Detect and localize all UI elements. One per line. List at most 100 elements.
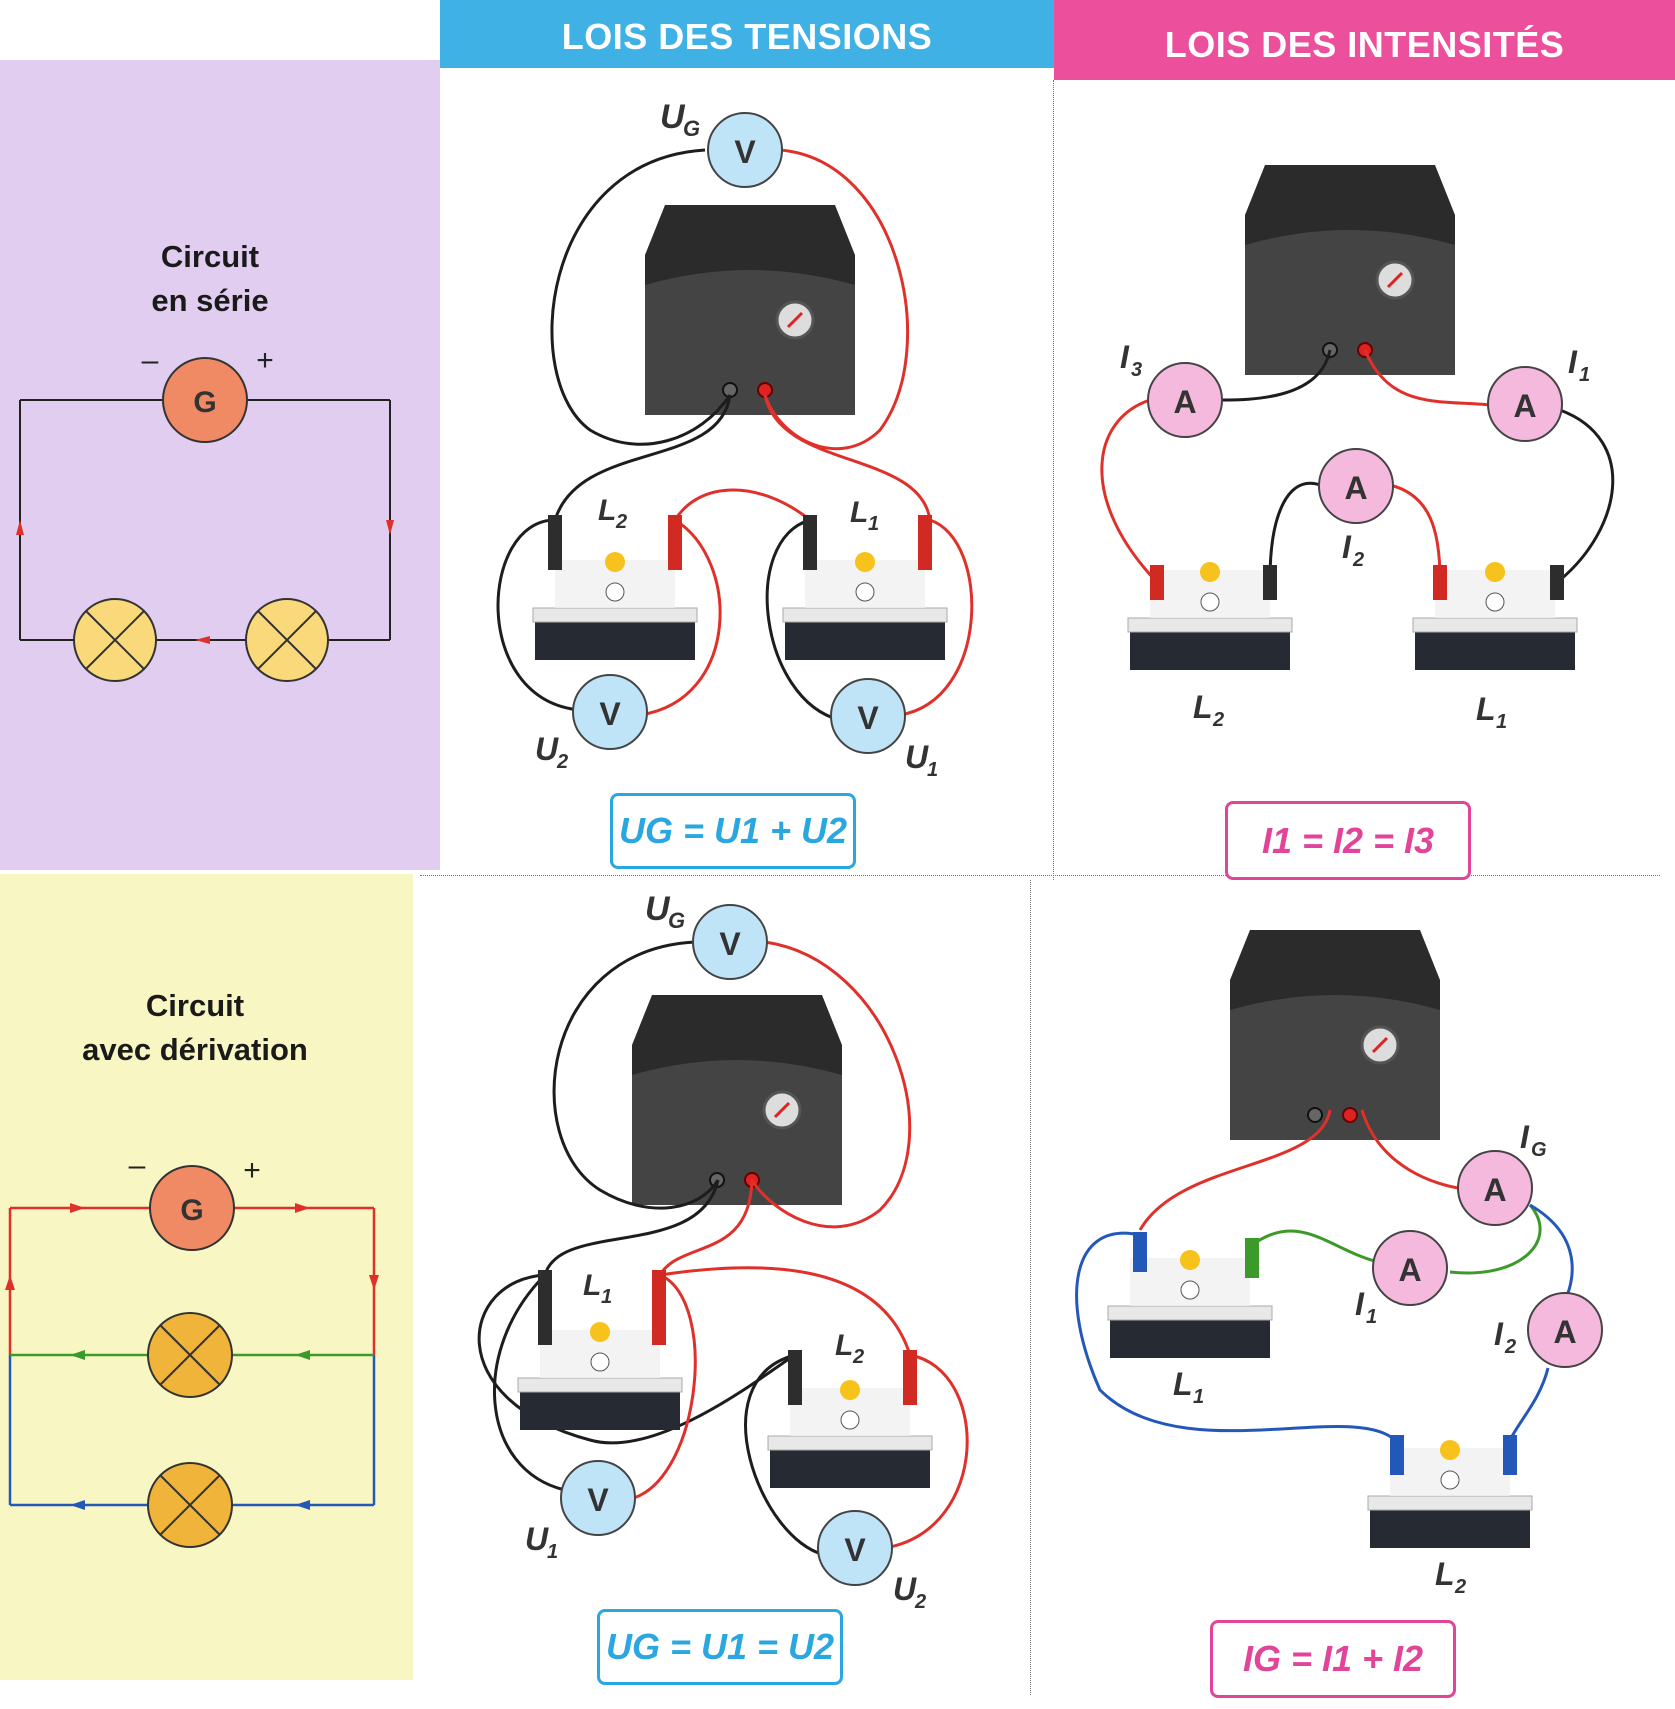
equation-intensite-serie: I1 = I2 = I3 bbox=[1225, 801, 1471, 880]
generator-symbol bbox=[149, 1165, 235, 1251]
divider-col-top bbox=[1053, 80, 1054, 880]
ammeter-label: A bbox=[1398, 1252, 1421, 1288]
label-I3-sub: 3 bbox=[1131, 359, 1142, 381]
label-L2: L bbox=[835, 1329, 853, 1362]
label-I2-sub: 2 bbox=[1352, 549, 1364, 571]
label-U2-sub: 2 bbox=[556, 751, 568, 773]
label-U2: U bbox=[893, 1571, 917, 1607]
derivation-schematic bbox=[5, 1165, 379, 1548]
intensite-derivation-setup bbox=[1075, 928, 1603, 1549]
intensite-serie-setup bbox=[1100, 163, 1615, 671]
generator-device bbox=[643, 203, 857, 417]
label-L2-sub: 2 bbox=[1454, 1576, 1466, 1598]
serie-title-line2: en série bbox=[151, 283, 269, 318]
ammeter-label: A bbox=[1344, 470, 1367, 506]
series-schematic bbox=[16, 357, 394, 682]
label-L2-sub: 2 bbox=[615, 511, 627, 533]
label-U1: U bbox=[905, 739, 929, 775]
serie-title-line1: Circuit bbox=[160, 239, 260, 274]
label-U2-sub: 2 bbox=[914, 1591, 926, 1613]
serie-label-panel: Circuit en série bbox=[0, 60, 440, 870]
tension-serie-setup bbox=[496, 112, 974, 754]
generator-symbol bbox=[162, 357, 248, 443]
label-I1-sub: 1 bbox=[1366, 1306, 1377, 1328]
ammeter-label: A bbox=[1553, 1314, 1576, 1350]
voltmeter bbox=[707, 112, 783, 188]
label-L1-sub: 1 bbox=[868, 513, 879, 535]
label-U1-sub: 1 bbox=[547, 1541, 558, 1563]
generator-device bbox=[1243, 163, 1457, 377]
voltmeter-label: V bbox=[587, 1482, 609, 1518]
ammeter bbox=[1318, 448, 1394, 524]
voltmeter-label: V bbox=[734, 134, 756, 170]
voltmeter-label: V bbox=[599, 696, 621, 732]
label-L1: L bbox=[1173, 1366, 1193, 1402]
serie-title: Circuit en série bbox=[100, 235, 320, 323]
voltmeter-label: V bbox=[719, 926, 741, 962]
minus-sign: – bbox=[129, 1149, 146, 1182]
label-IG: I bbox=[1520, 1119, 1530, 1155]
derivation-title-line1: Circuit bbox=[145, 988, 245, 1023]
label-U2: U bbox=[535, 731, 559, 767]
voltmeter-label: V bbox=[857, 700, 879, 736]
tension-derivation-setup bbox=[477, 904, 969, 1586]
equation-tension-serie: UG = U1 + U2 bbox=[610, 793, 856, 869]
label-UG: U bbox=[645, 890, 671, 928]
label-UG-sub: G bbox=[668, 908, 685, 933]
generator-label: G bbox=[193, 386, 216, 419]
voltmeter-label: V bbox=[844, 1532, 866, 1568]
plus-sign: + bbox=[256, 344, 274, 377]
ammeter bbox=[1457, 1150, 1533, 1226]
label-I1-sub: 1 bbox=[1579, 364, 1590, 386]
label-L1-sub: 1 bbox=[1193, 1386, 1204, 1408]
equation-intensite-derivation: IG = I1 + I2 bbox=[1210, 1620, 1456, 1698]
divider-row bbox=[420, 875, 1660, 876]
divider-col-bottom bbox=[1030, 880, 1031, 1695]
voltmeter bbox=[830, 678, 906, 754]
label-I2-sub: 2 bbox=[1504, 1336, 1516, 1358]
generator-device bbox=[1228, 928, 1442, 1142]
label-L2: L bbox=[1435, 1556, 1455, 1592]
label-L1: L bbox=[583, 1269, 601, 1302]
label-L2: L bbox=[1193, 689, 1213, 725]
label-I2: I bbox=[1494, 1316, 1504, 1352]
voltmeter bbox=[817, 1510, 893, 1586]
lamp-symbol bbox=[245, 598, 329, 682]
label-I2: I bbox=[1342, 529, 1352, 565]
label-L1: L bbox=[850, 496, 868, 529]
label-L1: L bbox=[1476, 691, 1496, 727]
header-tensions: LOIS DES TENSIONS bbox=[440, 0, 1054, 68]
equation-tension-derivation: UG = U1 = U2 bbox=[597, 1609, 843, 1685]
generator-label: G bbox=[180, 1194, 203, 1227]
ammeter-label: A bbox=[1483, 1172, 1506, 1208]
label-L1-sub: 1 bbox=[601, 1286, 612, 1308]
ammeter bbox=[1147, 362, 1223, 438]
generator-device bbox=[630, 993, 844, 1207]
label-UG-sub: G bbox=[683, 116, 700, 141]
ammeter bbox=[1487, 366, 1563, 442]
label-L2: L bbox=[598, 494, 616, 527]
plus-sign: + bbox=[243, 1154, 261, 1187]
ammeter bbox=[1372, 1230, 1448, 1306]
header-tensions-text: LOIS DES TENSIONS bbox=[561, 16, 933, 57]
voltmeter bbox=[692, 904, 768, 980]
label-I1: I bbox=[1568, 344, 1578, 380]
ammeter-label: A bbox=[1173, 384, 1196, 420]
label-U1-sub: 1 bbox=[927, 759, 938, 781]
header-intensites: LOIS DES INTENSITÉS bbox=[1054, 0, 1675, 80]
label-IG-sub: G bbox=[1531, 1139, 1547, 1161]
label-L2-sub: 2 bbox=[852, 1346, 864, 1368]
derivation-title-line2: avec dérivation bbox=[82, 1032, 308, 1067]
minus-sign: – bbox=[142, 344, 159, 377]
label-I3: I bbox=[1120, 339, 1130, 375]
ammeter-label: A bbox=[1513, 388, 1536, 424]
ammeter bbox=[1527, 1292, 1603, 1368]
header-intensites-text: LOIS DES INTENSITÉS bbox=[1164, 24, 1565, 65]
voltmeter bbox=[560, 1460, 636, 1536]
label-I1: I bbox=[1355, 1286, 1365, 1322]
label-U1: U bbox=[525, 1521, 549, 1557]
derivation-label-panel: Circuit avec dérivation bbox=[0, 874, 413, 1680]
lamp-symbol bbox=[73, 598, 157, 682]
voltmeter bbox=[572, 674, 648, 750]
